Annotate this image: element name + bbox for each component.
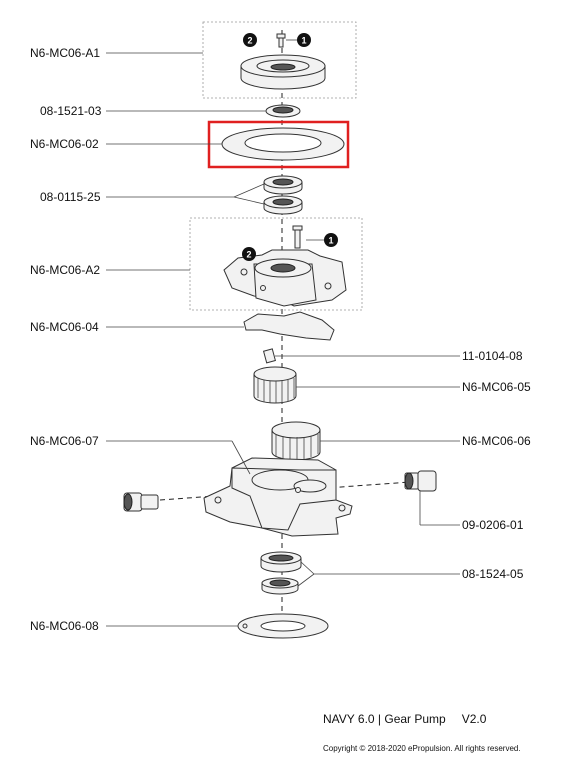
label-08-1524-05: 08-1524-05 <box>462 567 524 581</box>
badge-1-a2: 1 <box>324 233 338 247</box>
side-axis <box>159 481 411 501</box>
label-n6-mc06-a2: N6-MC06-A2 <box>30 263 100 277</box>
fitting-left <box>123 492 159 512</box>
svg-text:2: 2 <box>246 250 251 260</box>
bearing-08-0115-25-top <box>263 175 303 195</box>
a2-assembly <box>223 225 347 307</box>
badge-2-a1: 2 <box>243 33 257 47</box>
gasket-n6-mc06-04 <box>243 311 335 341</box>
group-a1-frame <box>202 21 357 99</box>
seal-08-1524-05-bottom <box>261 577 299 595</box>
label-n6-mc06-07: N6-MC06-07 <box>30 434 99 448</box>
seal-08-1521-03 <box>265 104 301 118</box>
label-09-0206-01: 09-0206-01 <box>462 518 524 532</box>
footer-title: NAVY 6.0 | Gear Pump V2.0 <box>323 712 486 726</box>
footer-copyright: Copyright © 2018-2020 ePropulsion. All r… <box>323 744 521 753</box>
label-n6-mc06-02: N6-MC06-02 <box>30 137 99 151</box>
label-11-0104-08: 11-0104-08 <box>462 349 523 363</box>
svg-text:1: 1 <box>301 36 306 46</box>
label-n6-mc06-a1: N6-MC06-A1 <box>30 46 100 60</box>
key-11-0104-08 <box>262 348 276 364</box>
label-n6-mc06-06: N6-MC06-06 <box>462 434 531 448</box>
badge-1-a1: 1 <box>297 33 311 47</box>
bearing-08-0115-25-bottom <box>263 195 303 215</box>
label-n6-mc06-08: N6-MC06-08 <box>30 619 99 633</box>
label-08-0115-25: 08-0115-25 <box>40 190 101 204</box>
seal-08-1524-05-top <box>260 551 302 573</box>
svg-text:1: 1 <box>328 236 333 246</box>
badge-2-a2: 2 <box>242 247 256 261</box>
gear-n6-mc06-05 <box>253 366 297 404</box>
highlight-box <box>207 120 350 169</box>
svg-text:2: 2 <box>247 36 252 46</box>
gear-n6-mc06-06 <box>271 421 321 461</box>
label-08-1521-03: 08-1521-03 <box>40 104 102 118</box>
fitting-09-0206-01 <box>404 470 437 492</box>
label-n6-mc06-05: N6-MC06-05 <box>462 380 531 394</box>
a1-assembly <box>240 33 326 90</box>
footer-version: V2.0 <box>461 712 487 726</box>
washer-n6-mc06-08 <box>237 613 329 639</box>
group-a2-frame <box>189 217 363 311</box>
label-n6-mc06-04: N6-MC06-04 <box>30 320 99 334</box>
pump-body-n6-mc06-07 <box>203 457 353 537</box>
ring-n6-mc06-02 <box>221 127 345 161</box>
leader-lines <box>106 52 460 627</box>
footer-title-text: NAVY 6.0 | Gear Pump <box>323 712 446 726</box>
